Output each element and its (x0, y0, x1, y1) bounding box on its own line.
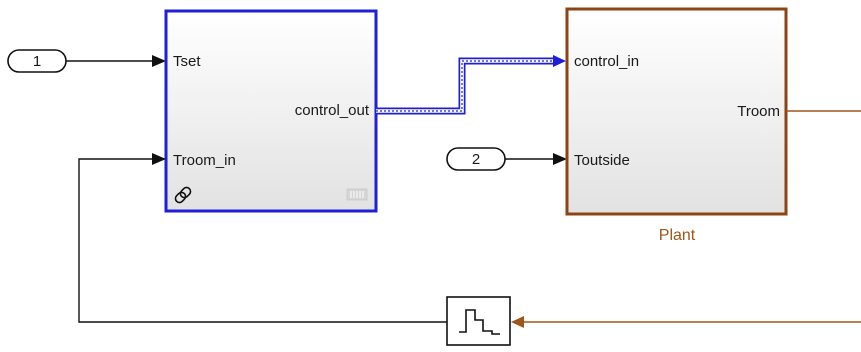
plant-subsystem-block[interactable]: control_in Toutside Troom (565, 7, 788, 216)
link-icon (174, 186, 192, 204)
subsystem-badge-icon (346, 188, 368, 201)
bus-signal-line[interactable] (376, 55, 566, 115)
inport-1[interactable]: 1 (7, 49, 67, 73)
signal-line-inport1-to-tset[interactable] (66, 55, 166, 67)
controller-output-control-out: control_out (295, 102, 370, 119)
controller-input-troom-in: Troom_in (173, 152, 236, 169)
plant-block-name: Plant (659, 227, 696, 244)
zero-order-hold-block[interactable] (446, 296, 511, 346)
inport-2-number: 2 (472, 151, 480, 168)
signal-line-zoh-to-troom-in[interactable] (78, 153, 447, 323)
controller-input-tset: Tset (173, 53, 201, 70)
signal-line-inport2-to-toutside[interactable] (505, 153, 567, 165)
plant-input-toutside: Toutside (574, 152, 630, 169)
plant-input-control-in: control_in (574, 53, 639, 70)
plant-output-troom: Troom (737, 103, 780, 120)
signal-line-feedback-to-zoh[interactable] (511, 316, 861, 328)
controller-subsystem-block[interactable]: Tset Troom_in control_out (164, 9, 378, 213)
inport-2[interactable]: 2 (446, 147, 506, 171)
zero-order-hold-icon (459, 309, 500, 335)
inport-1-number: 1 (33, 53, 41, 70)
